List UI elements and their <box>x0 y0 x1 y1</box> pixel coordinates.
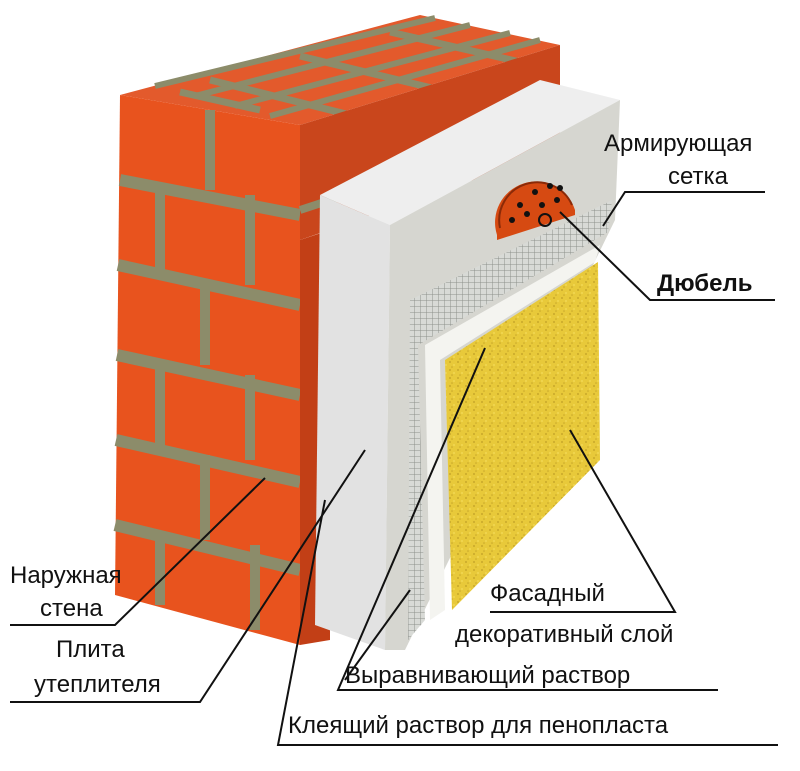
leader-dowel <box>559 211 775 301</box>
leader-leveling <box>336 347 718 691</box>
label-wall-line2: стена <box>40 595 103 622</box>
label-dowel: Дюбель <box>657 270 753 297</box>
leader-insulation <box>10 449 366 703</box>
brick-wall-top <box>120 15 560 125</box>
label-insulation-line1: Плита <box>56 636 125 663</box>
leader-wall <box>10 477 266 626</box>
leader-adhesive <box>276 499 778 746</box>
label-facade-line1: Фасадный <box>490 580 605 607</box>
leader-facade <box>490 429 677 613</box>
brick-wall-front <box>113 95 302 645</box>
label-wall-line1: Наружная <box>10 562 122 589</box>
label-mesh-line2: сетка <box>668 163 728 190</box>
label-mesh-line1: Армирующая <box>604 130 753 157</box>
leveling-layer <box>425 245 600 620</box>
label-facade-line2: декоративный слой <box>455 621 674 648</box>
label-insulation-line2: утеплителя <box>34 671 161 698</box>
dowel-icon <box>495 181 575 240</box>
leader-leveling-2 <box>344 589 411 681</box>
leader-lines <box>10 191 778 746</box>
label-leveling: Выравнивающий раствор <box>345 662 631 689</box>
reinforcement-mesh <box>408 200 612 640</box>
label-adhesive: Клеящий раствор для пенопласта <box>288 712 669 739</box>
leader-mesh <box>602 191 765 227</box>
